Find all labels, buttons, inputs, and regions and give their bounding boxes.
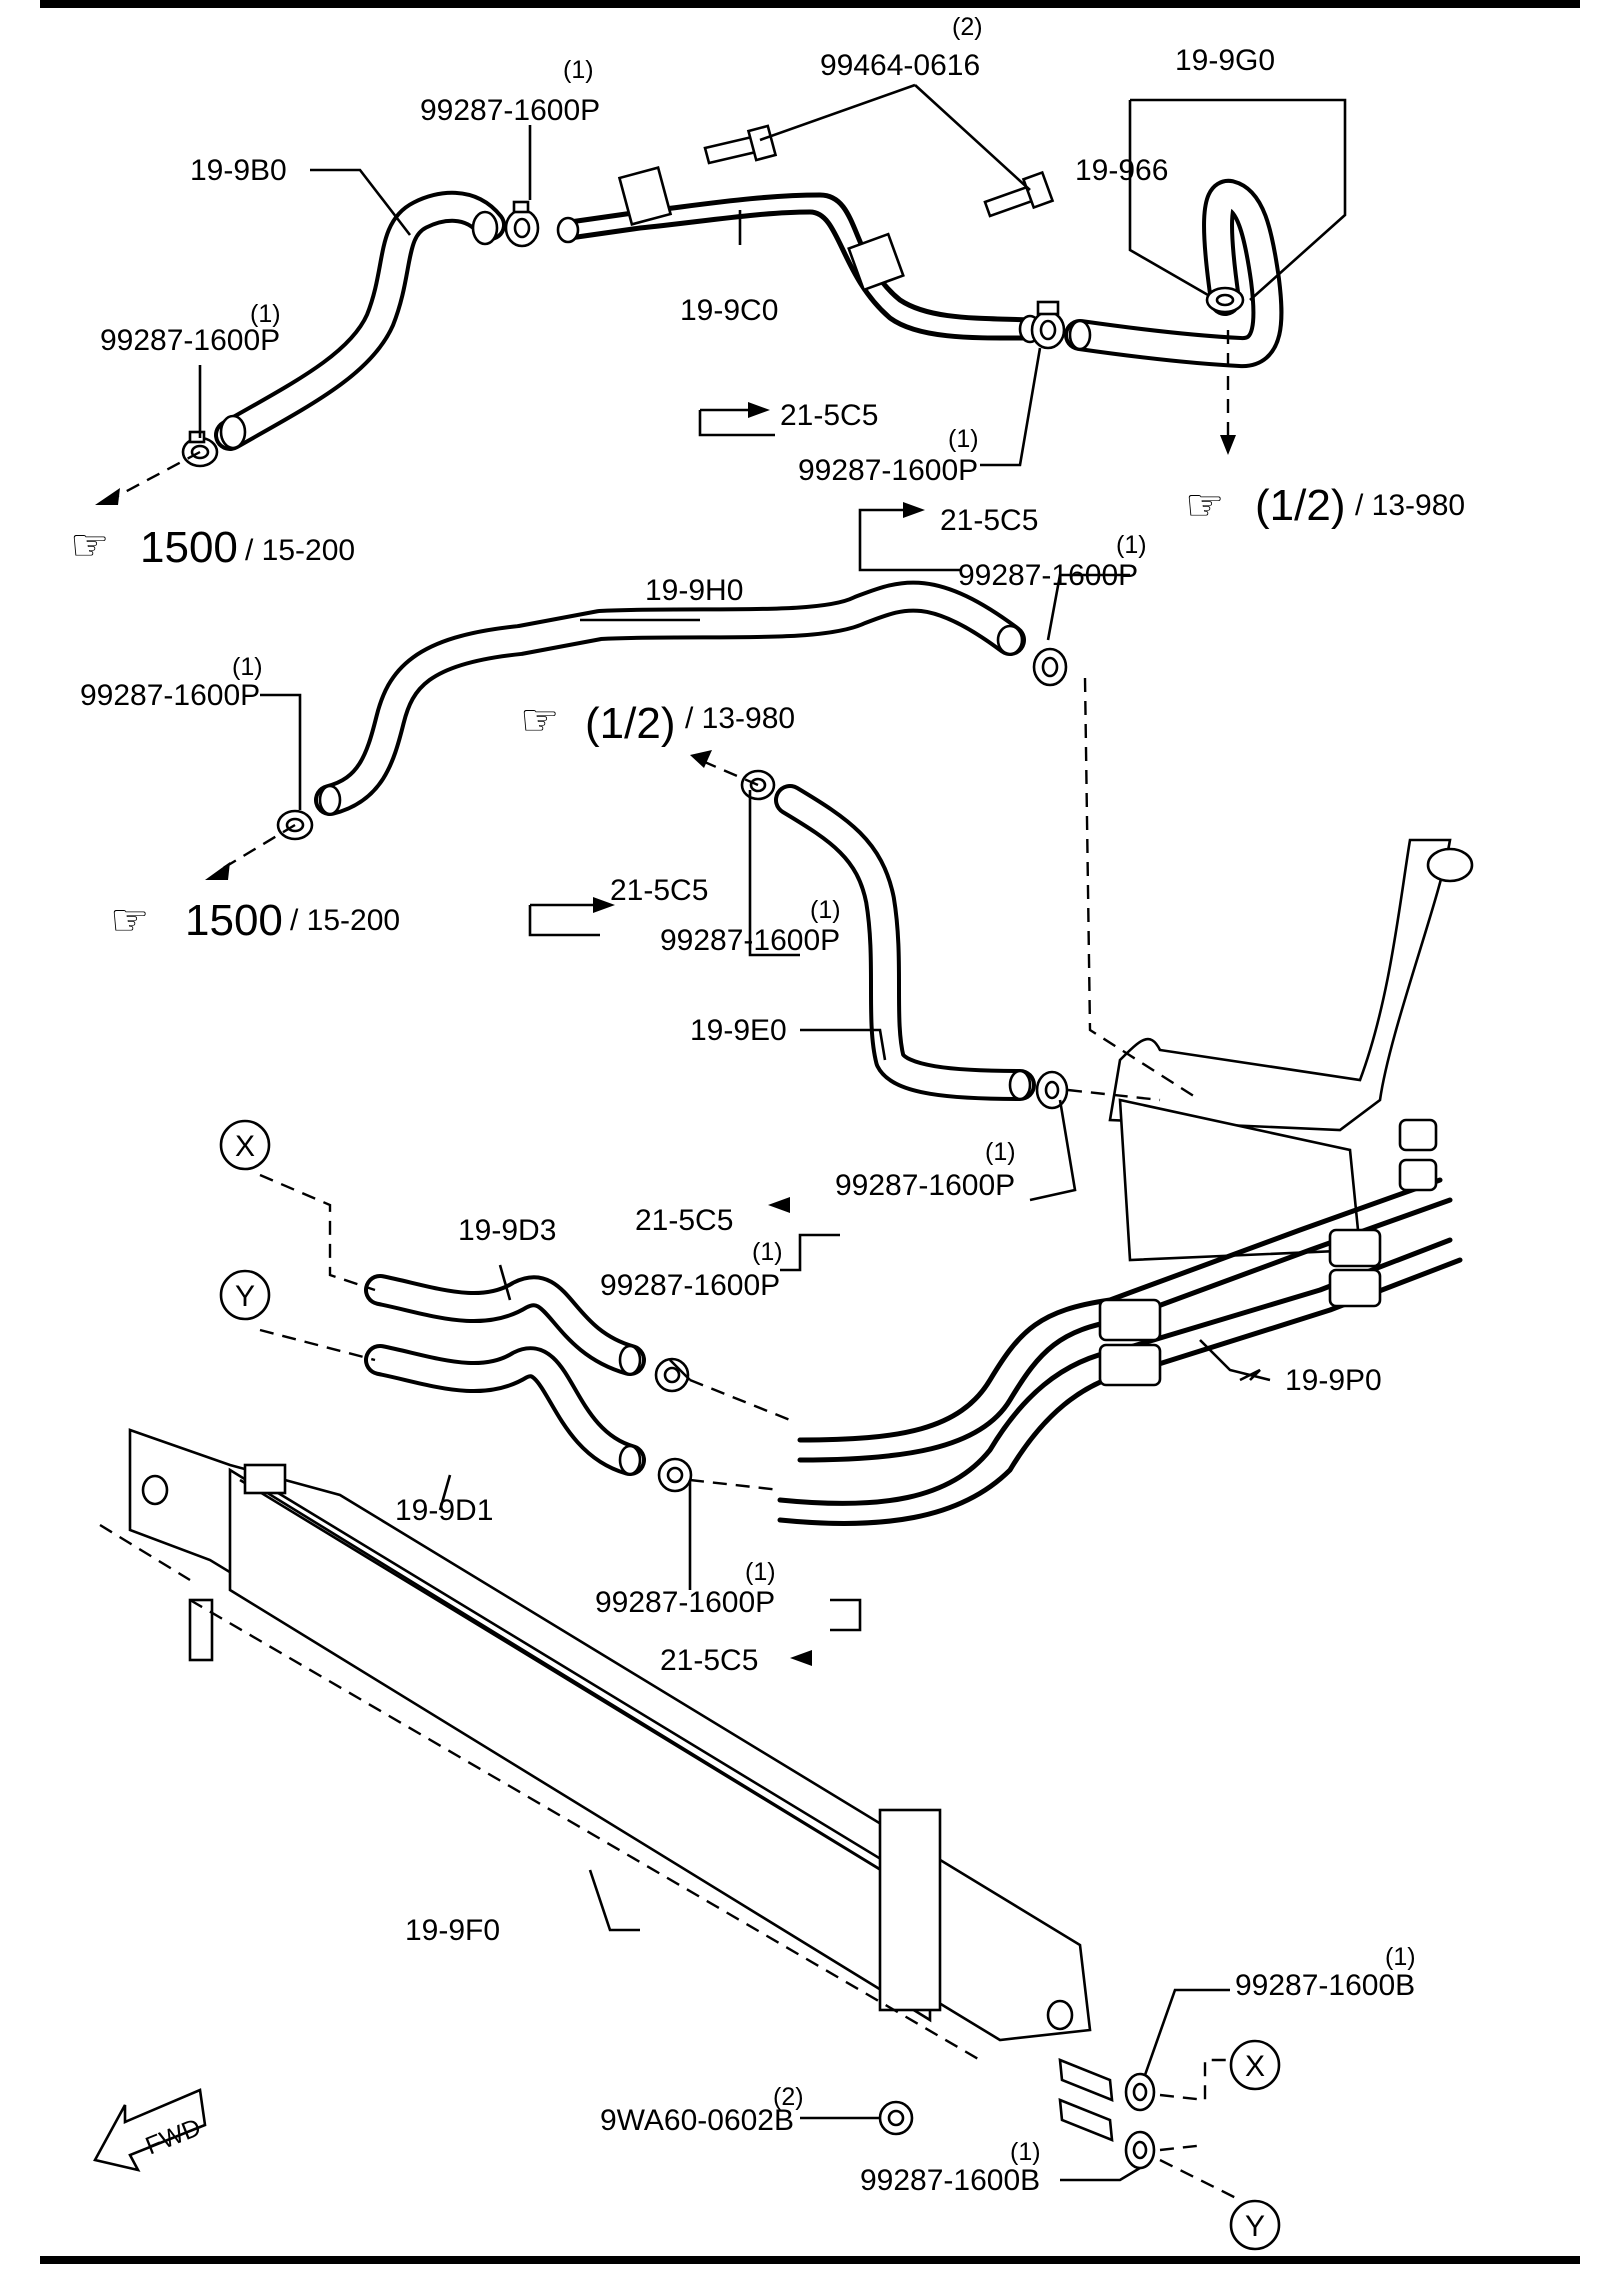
label-bolt-99464: 99464-0616 <box>820 49 980 82</box>
assembly-guide-lines <box>99 330 1241 2202</box>
qty-clamp-top-c: (1) <box>948 425 979 453</box>
marker-x-lower: X <box>1229 2039 1281 2091</box>
label-clamp-low-b: 99287-1600P <box>595 1586 775 1619</box>
label-19-9g0: 19-9G0 <box>1175 44 1275 77</box>
ref-13-980-mid: / 13-980 <box>685 702 795 735</box>
clamp-top-middle <box>1030 300 1066 350</box>
label-19-9d3: 19-9D3 <box>458 1214 556 1247</box>
marker-x-upper: X <box>219 1119 271 1171</box>
ref-pointer-icon-3: ☞ <box>520 696 559 745</box>
label-19-9e0: 19-9E0 <box>690 1014 787 1047</box>
clamp-mid-right <box>1032 647 1068 687</box>
hose-19-9h0 <box>314 580 1026 816</box>
hose-19-966 <box>1064 178 1284 368</box>
clamp-top-left-b <box>504 200 540 248</box>
label-19-9p0: 19-9P0 <box>1285 1364 1382 1397</box>
qty-clamp-mid-d: (1) <box>985 1138 1016 1166</box>
svg-text:Y: Y <box>1245 2210 1265 2243</box>
ref-21-5c5-low-b: 21-5C5 <box>660 1644 758 1677</box>
clamp-mid-lower <box>1035 1070 1069 1110</box>
label-19-9h0: 19-9H0 <box>645 574 743 607</box>
label-clamp-mid-b: 99287-1600P <box>80 679 260 712</box>
ref-half-top: (1/2) <box>1255 481 1345 530</box>
qty-clamp-b-lower: (1) <box>1010 2138 1041 2166</box>
clamp-top-right <box>1205 286 1245 314</box>
ref-21-5c5-mid-a: 21-5C5 <box>940 504 1038 537</box>
hose-19-9e0 <box>774 784 1036 1101</box>
pipe-assembly-19-9p0 <box>777 838 1474 1526</box>
bottom-border-rule <box>40 2256 1580 2264</box>
bolt-lower <box>983 170 1055 218</box>
label-19-9c0: 19-9C0 <box>680 294 778 327</box>
hose-19-9d1 <box>364 1344 646 1476</box>
qty-clamp-low-b: (1) <box>745 1558 776 1586</box>
label-clamp-low-a: 99287-1600P <box>600 1269 780 1302</box>
qty-clamp-mid-b: (1) <box>232 653 263 681</box>
leader-lines <box>198 83 1347 2182</box>
clamp-lower-lower <box>657 1457 693 1493</box>
label-clamp-b-upper: 99287-1600B <box>1235 1969 1415 2002</box>
hose-19-9b0 <box>214 190 506 451</box>
label-clamp-top-c: 99287-1600P <box>798 454 978 487</box>
top-border-rule <box>40 0 1580 8</box>
label-19-9b0: 19-9B0 <box>190 154 287 187</box>
ref-pointer-icon-1: ☞ <box>70 521 109 570</box>
hose-19-9d3 <box>364 1274 646 1376</box>
ref-21-5c5-low-a: 21-5C5 <box>635 1204 733 1237</box>
bolt-upper <box>703 124 778 165</box>
ref-15-200-top: / 15-200 <box>245 534 355 567</box>
forward-direction-arrow: FWD <box>93 2088 207 2172</box>
ref-13-980-top: / 13-980 <box>1355 489 1465 522</box>
qty-clamp-b-upper: (1) <box>1385 1943 1416 1971</box>
label-nut-9wa60: 9WA60-0602B <box>600 2104 794 2137</box>
qty-clamp-low-a: (1) <box>752 1238 783 1266</box>
clamp-lower-upper <box>654 1357 690 1393</box>
qty-nut: (2) <box>773 2083 804 2111</box>
label-19-9f0: 19-9F0 <box>405 1914 500 1947</box>
label-19-966: 19-966 <box>1075 154 1168 187</box>
ref-pointer-icon-2: ☞ <box>1185 481 1224 530</box>
cooler-19-9f0 <box>128 1428 1114 2143</box>
svg-text:X: X <box>235 1130 255 1163</box>
qty-clamp-top-b: (1) <box>250 300 281 328</box>
clamp-cooler-lower <box>1124 2130 1156 2170</box>
label-clamp-mid-d: 99287-1600P <box>835 1169 1015 1202</box>
svg-text:Y: Y <box>235 1280 255 1313</box>
label-clamp-mid-a: 99287-1600P <box>958 559 1138 592</box>
arrow-heads <box>95 402 1236 1666</box>
ref-1500-top: 1500 <box>140 523 238 572</box>
qty-clamp-top-a: (1) <box>563 56 594 84</box>
clamp-cooler-upper <box>1124 2072 1156 2112</box>
label-19-9d1: 19-9D1 <box>395 1494 493 1527</box>
label-clamp-top-b: 99287-1600P <box>100 324 280 357</box>
ref-15-200-mid: / 15-200 <box>290 904 400 937</box>
hose-19-9c0 <box>556 166 1042 344</box>
ref-half-mid: (1/2) <box>585 699 675 748</box>
marker-y-lower: Y <box>1229 2199 1281 2251</box>
ref-1500-mid: 1500 <box>185 896 283 945</box>
qty-clamp-mid-c: (1) <box>810 896 841 924</box>
label-clamp-b-lower: 99287-1600B <box>860 2164 1040 2197</box>
marker-y-upper: Y <box>219 1269 271 1321</box>
ref-21-5c5-top: 21-5C5 <box>780 399 878 432</box>
ref-21-5c5-mid-b: 21-5C5 <box>610 874 708 907</box>
label-clamp-mid-c: 99287-1600P <box>660 924 840 957</box>
label-clamp-top-a: 99287-1600P <box>420 94 600 127</box>
qty-bolt: (2) <box>952 13 983 41</box>
qty-clamp-mid-a: (1) <box>1116 531 1147 559</box>
nut-9wa60 <box>878 2100 914 2136</box>
ref-pointer-icon-4: ☞ <box>110 896 149 945</box>
svg-text:X: X <box>1245 2050 1265 2083</box>
